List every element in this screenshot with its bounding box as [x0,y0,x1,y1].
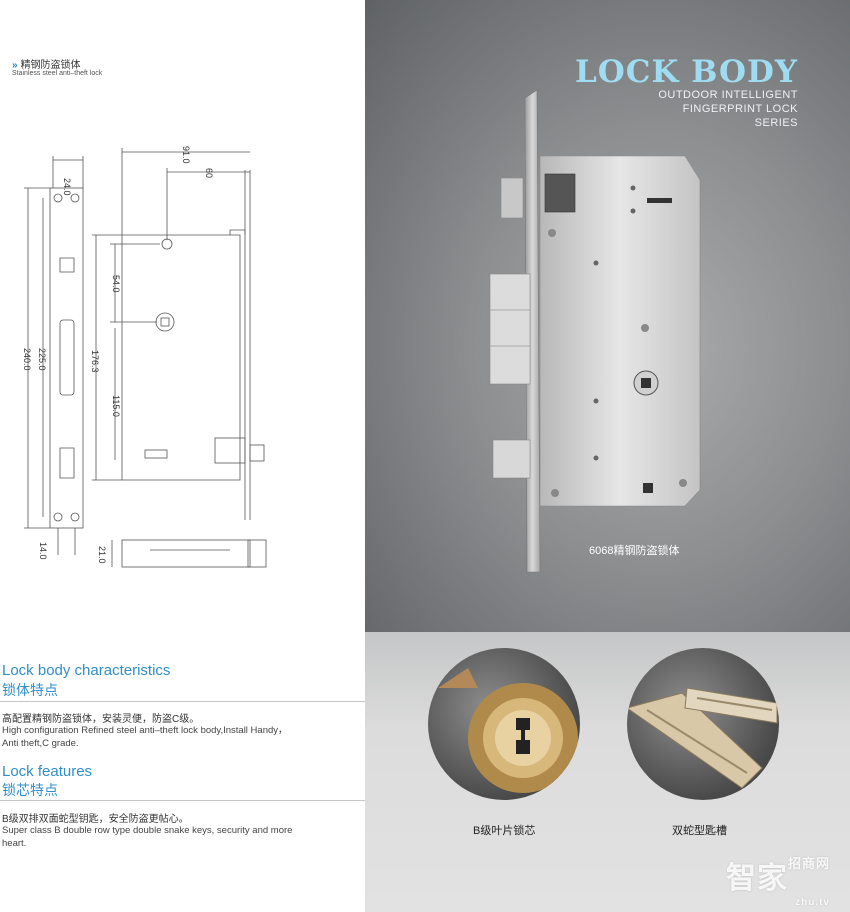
dim-24: 24.0 [62,178,72,196]
hero-subtitle-line3: SERIES [754,117,798,129]
features-text-cn: B级双排双面蛇型钥匙，安全防盗更帖心。 [2,814,189,825]
watermark-main: 智家 [725,862,788,895]
right-panel: LOCK BODY OUTDOOR INTELLIGENT FINGERPRIN… [365,0,850,912]
case-outline [121,234,241,481]
lock-case [539,155,701,507]
spec-subtitle-cn-text: 精钢防盗锁体 [20,60,81,71]
dim-225: 225.0 [37,348,47,371]
left-panel: »精钢防盗锁体 Stainless steel anti–theft lock [0,0,365,912]
characteristics-text-cn: 高配置精钢防盗锁体，安装灵便，防盗C级。 [2,714,200,725]
spec-subtitle-cn: »精钢防盗锁体 [12,56,81,71]
watermark-small: 招商网 [787,856,830,871]
hero-subtitle-line1: OUTDOOR INTELLIGENT [658,89,798,101]
spec-subtitle-en: Stainless steel anti–theft lock [12,70,103,77]
latch [492,439,531,479]
features-title-cn: 锁芯特点 [2,782,58,798]
features-title-en: Lock features [2,763,93,780]
features-text-en: Super class B double row type double sna… [2,825,293,849]
characteristics-title-en: Lock body characteristics [2,662,171,679]
snake-key-photo [627,648,779,800]
characteristics-title-cn: 锁体特点 [2,682,58,698]
dim-115: 115.0 [111,395,121,417]
characteristics-text-en: High configuration Refined steel anti–th… [2,725,288,749]
double-chevron-icon: » [12,60,18,71]
dim-54: 54.0 [111,275,121,293]
deadbolt [489,273,531,385]
hero-title: LOCK BODY [574,54,798,90]
dim-91: 91.0 [181,146,191,164]
dim-60: 60 [204,168,214,178]
faceplate-outline [49,187,84,529]
lock-model-caption: 6068精钢防盗锁体 [589,545,680,557]
lock-cylinder-photo [428,648,580,800]
dim-21: 21.0 [97,546,107,564]
snake-key-caption: 双蛇型匙槽 [672,825,727,837]
divider [0,800,365,801]
lock-cylinder-caption: B级叶片锁芯 [473,825,536,837]
technical-drawing: 24.0 91.0 60 54.0 240.0 225.0 176.3 115.… [22,146,267,568]
watermark: 智家招商网 zhu.tv [726,853,830,908]
hero-subtitle-line2: FINGERPRINT LOCK [682,103,798,115]
divider [0,701,365,702]
hero-subtitle: OUTDOOR INTELLIGENT FINGERPRINT LOCK SER… [658,88,798,130]
watermark-domain: zhu.tv [795,897,830,908]
dim-176: 176.3 [90,350,100,373]
lock-body-image [489,89,701,573]
dim-240: 240.0 [22,348,32,371]
dim-14: 14.0 [38,542,48,560]
